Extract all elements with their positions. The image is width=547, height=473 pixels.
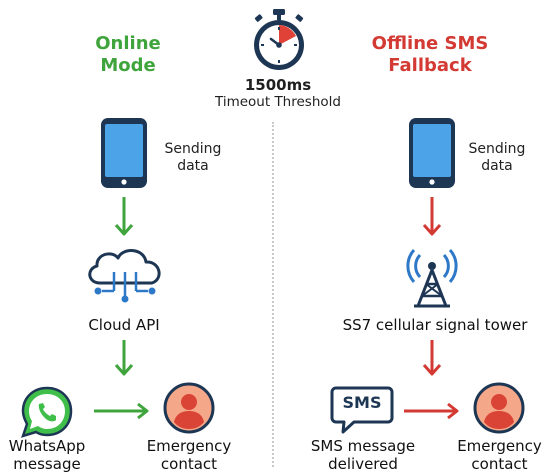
arrow-icon (404, 402, 459, 420)
sms-bubble-icon: SMS (330, 385, 394, 435)
offline-contact-line2: contact (471, 455, 528, 473)
arrow-icon (114, 197, 134, 236)
online-contact-line1: Emergency (146, 437, 232, 455)
sms-line1: SMS message (310, 437, 416, 455)
arrow-icon (422, 340, 442, 376)
offline-contact-label: Emergency contact (452, 437, 547, 473)
offline-contact-line1: Emergency (457, 437, 542, 455)
user-avatar-icon (473, 382, 525, 434)
whatsapp-icon (21, 386, 73, 438)
offline-title-line2: Fallback (388, 55, 472, 76)
user-avatar-icon (163, 382, 215, 434)
online-title-line1: Online (95, 33, 161, 54)
online-sending-label: Sending data (158, 141, 228, 175)
sms-delivered-label: SMS message delivered (300, 437, 426, 473)
arrow-icon (114, 340, 134, 376)
sms-line2: delivered (328, 455, 398, 473)
offline-title-line1: Offline SMS (371, 33, 489, 54)
timeout-label: Timeout Threshold (215, 94, 341, 110)
online-title-line2: Mode (100, 55, 156, 76)
smartphone-icon (409, 118, 455, 188)
cell-tower-icon (406, 249, 458, 308)
cloud-network-icon (88, 249, 161, 303)
whatsapp-message-label: WhatsApp message (2, 437, 92, 473)
tower-label: SS7 cellular signal tower (342, 316, 528, 334)
offline-mode-title: Offline SMS Fallback (355, 33, 505, 77)
column-divider (272, 122, 274, 467)
online-contact-line2: contact (160, 455, 218, 473)
online-contact-label: Emergency contact (144, 437, 234, 473)
stopwatch-icon (254, 9, 304, 70)
online-mode-title: Online Mode (68, 33, 188, 77)
online-sending-line1: Sending (164, 141, 222, 157)
cloud-api-label: Cloud API (88, 316, 160, 334)
whatsapp-line1: WhatsApp (8, 437, 86, 455)
online-sending-line2: data (177, 158, 209, 174)
offline-sending-line1: Sending (468, 141, 526, 157)
arrow-icon (422, 197, 442, 236)
offline-sending-line2: data (481, 158, 513, 174)
offline-sending-label: Sending data (462, 141, 532, 175)
arrow-icon (94, 402, 149, 420)
sms-bubble-text: SMS (342, 393, 382, 412)
whatsapp-line2: message (13, 455, 81, 473)
timeout-value: 1500ms (244, 76, 312, 94)
smartphone-icon (101, 118, 147, 188)
